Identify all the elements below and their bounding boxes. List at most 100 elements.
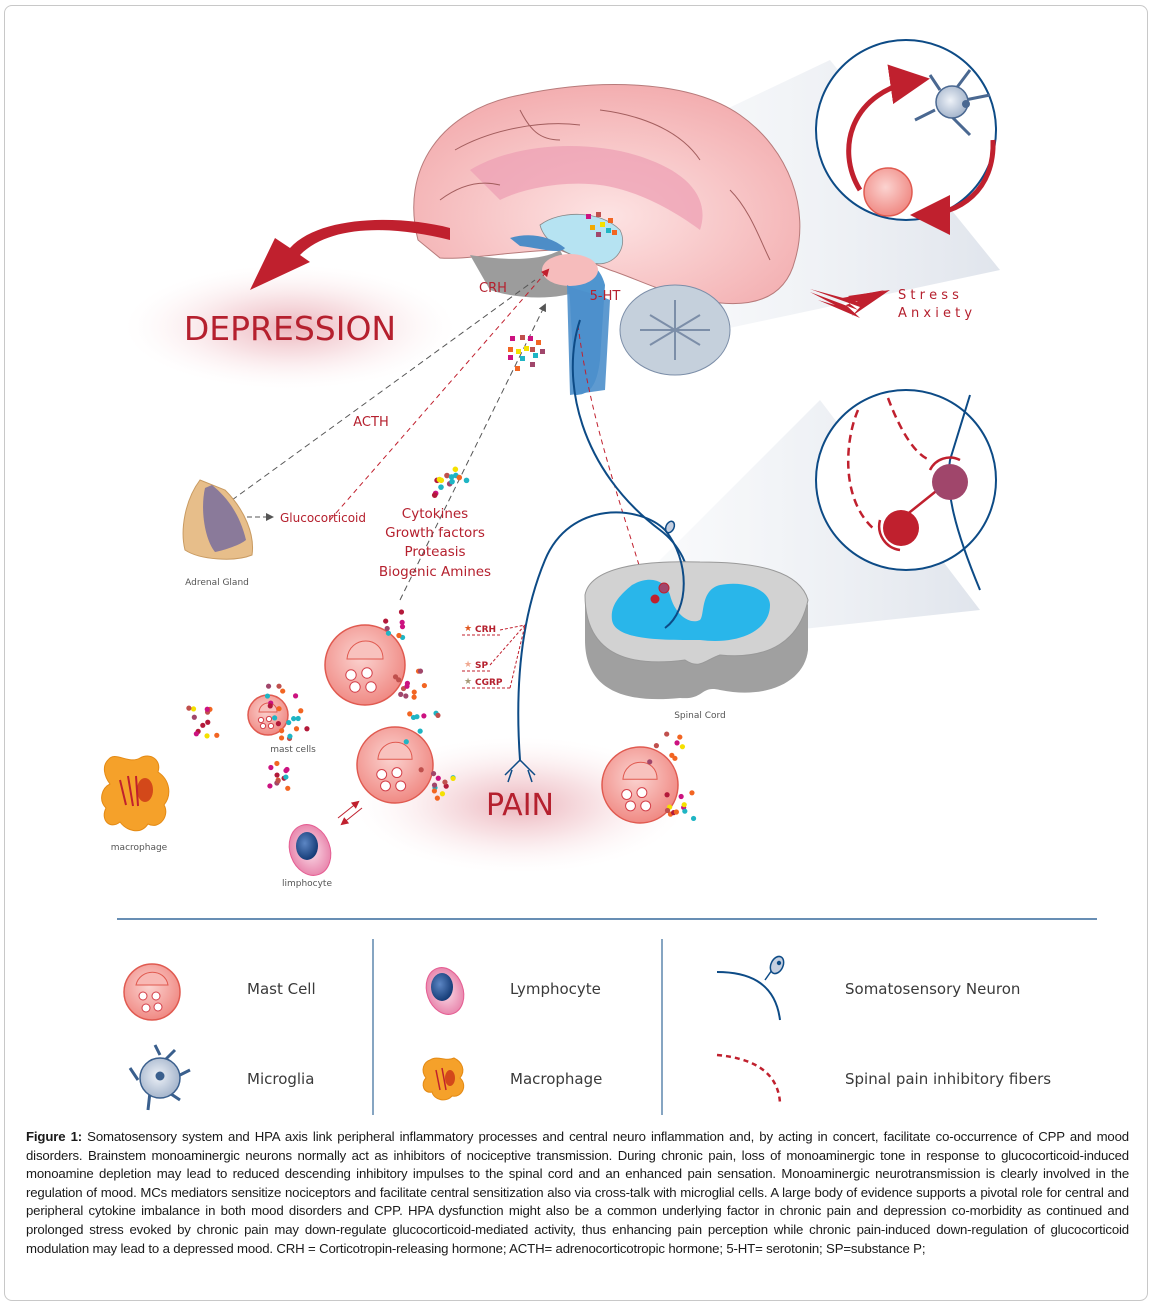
granule-dot [410,714,417,721]
adrenal-gland [182,479,254,560]
granule-dot [279,728,285,734]
granule-dot [204,733,210,739]
depression-arrow [250,219,450,290]
granule-dot [186,705,192,711]
granule-dot [442,779,448,785]
granule-dot [398,691,404,697]
granule-dot [679,744,686,750]
granule-dot [449,478,455,485]
granule-dot [672,755,678,761]
granule-dot [430,770,437,777]
granule-dot [448,474,455,480]
legend-somatosensory-neuron-icon [716,955,785,1021]
granule-dot [421,713,427,719]
neuropeptide-connectors [489,624,526,689]
granule-dot [417,668,424,674]
granule-dot [435,712,441,718]
granule-dot [267,703,273,709]
granule-dot [411,694,417,700]
granule-dot [456,474,463,481]
granule-dot [404,683,410,689]
legend-microglia-label: Microglia [247,1070,315,1088]
granule-dot [285,785,291,791]
granule-dot [421,682,427,689]
granule-dot [396,632,402,639]
granule-dot [682,808,688,814]
legend-lymphocyte-label: Lymphocyte [510,980,601,998]
figure-caption-label: Figure 1: [26,1129,82,1144]
granule-dot [653,743,659,749]
granule-dot [690,815,697,822]
crh-brain-label: CRH [479,281,507,296]
granule-dot [399,624,406,630]
acth-label: ACTH [353,415,388,430]
legend-inhibitory-fibers-label: Spinal pain inhibitory fibers [845,1070,1052,1088]
granule-dot [191,714,197,720]
microglia-mast-cell-loop-inset [815,39,997,235]
serotonin-label: 5-HT [590,289,621,304]
granule-dot [291,716,297,722]
figure-caption-text: Somatosensory system and HPA axis link p… [26,1129,1129,1256]
mast-lymphocyte-arrow [337,800,360,819]
pain-label: PAIN [486,788,554,823]
granule-dot [385,630,392,636]
granule-dot [673,809,679,815]
granule-dot [435,775,441,781]
granule-dot [214,732,220,738]
granule-dot [278,735,285,741]
acth-pathway [231,279,536,501]
granule-dot [268,764,274,771]
granule-dot [677,734,683,740]
legend-somatosensory-neuron-label: Somatosensory Neuron [845,980,1021,998]
granule-dot [681,802,687,808]
granule-dot [205,719,211,725]
neuropeptide-crh: ★ CRH [462,624,500,636]
cytokine-cluster-squares [508,335,545,371]
mast-cells-label: mast cells [270,745,316,755]
granule-dot [431,492,438,498]
granule-dot [463,477,470,484]
granule-dot [267,783,273,789]
granule-dot [274,772,280,778]
granule-dot [287,733,293,739]
granule-dot [664,807,671,814]
cerebellum [619,284,731,376]
cytokine-cluster-brain [586,212,617,237]
depression-glow [125,265,455,389]
granule-dot [664,731,670,737]
granule-dot [417,728,423,734]
granule-dot [434,795,440,801]
granule-dot [274,760,280,767]
legend-macrophage-icon [422,1057,465,1101]
macrophage-label: macrophage [111,843,168,853]
mast-cell [324,624,406,706]
macrophage-cell [101,755,170,832]
star-icon: ★ [464,677,472,687]
granule-dot [383,618,389,624]
legend-macrophage-label: Macrophage [510,1070,603,1088]
crh-pathway [329,268,550,521]
granule-dot [403,739,409,745]
granule-dot [674,740,680,746]
granule-dot [450,775,456,782]
granule-dot [275,778,281,784]
granule-dot [647,759,653,765]
granule-dot [293,726,300,732]
granule-dot [295,715,301,722]
granule-dot [265,683,272,689]
granule-dot [280,688,286,694]
granule-dot [272,715,278,721]
legend-lymphocyte-icon [425,967,465,1015]
granule-dot [190,706,197,712]
granule-dot [200,722,206,728]
granule-dot [286,719,292,726]
granule-dot [298,708,304,714]
granule-dot [204,706,210,712]
brain [413,84,801,395]
legend-mast-cell-icon [123,963,181,1021]
neuropeptide-cgrp: ★ CGRP [462,677,510,689]
granule-dot [436,476,443,483]
granule-dot [431,782,438,788]
lymphocyte-cell [288,824,332,876]
granule-dot [443,783,449,789]
